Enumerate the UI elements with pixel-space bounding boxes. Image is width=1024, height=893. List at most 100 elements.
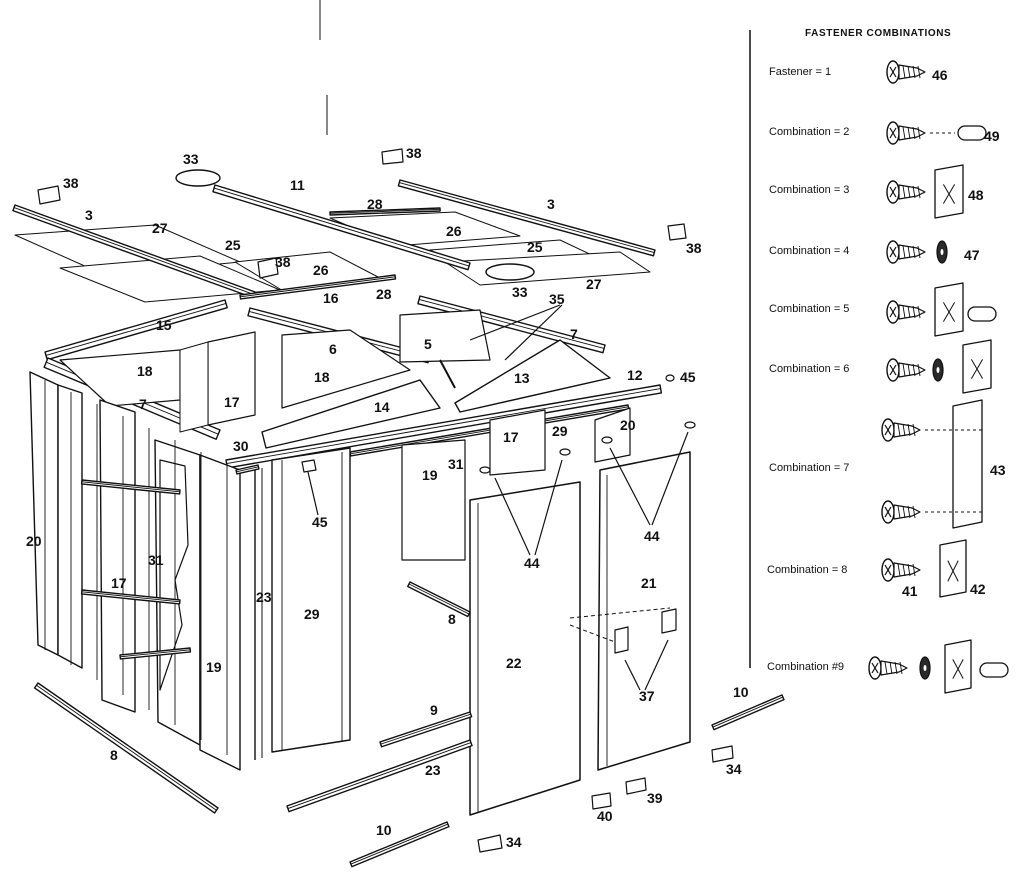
combo6-screw-thread-0	[902, 363, 906, 377]
callout-9: 9	[430, 702, 438, 718]
callout-13: 13	[514, 370, 530, 386]
fastener-46-slot-b	[889, 66, 897, 78]
callout-20: 20	[26, 533, 42, 549]
combo3-screw-slot-b	[889, 186, 897, 198]
callout-7: 7	[570, 326, 578, 342]
callout-38: 38	[63, 175, 79, 191]
combo5-plate-x2	[942, 302, 956, 322]
wall-brace-lower-edge	[81, 591, 180, 603]
combo8-plate-42-x2	[947, 560, 959, 582]
wall-brace-bottom-edge	[120, 649, 191, 658]
legend-label-2: Combination = 2	[769, 126, 850, 138]
combo7-screw-top-thread-2	[907, 423, 911, 437]
floor-rail-9-edge	[380, 713, 471, 745]
handle-37-a	[614, 626, 629, 654]
combo7-plate-43	[952, 399, 983, 529]
callout-28: 28	[367, 196, 383, 212]
hinge-44-0	[479, 466, 491, 474]
gable-14	[261, 379, 441, 449]
combo5-screw-slot-b	[889, 306, 897, 318]
roof-brace-28-lower-edge	[240, 276, 396, 298]
legend-part-46: 46	[932, 67, 948, 83]
legend-title: FASTENER COMBINATIONS	[805, 28, 952, 39]
callout-12: 12	[627, 367, 643, 383]
leader-44-b	[534, 459, 563, 556]
front-panel-29	[271, 447, 351, 753]
legend-label-8: Combination = 8	[767, 564, 848, 576]
combo3-screw-shank	[898, 184, 926, 200]
callout-19: 19	[206, 659, 222, 675]
legend-label-5: Combination = 5	[769, 303, 850, 315]
combo7-screw-top-shank	[893, 422, 921, 438]
header-31-edge	[350, 406, 629, 455]
callout-25: 25	[225, 237, 241, 253]
fastener-46-shank	[898, 64, 926, 80]
combo2-screw-thread-3	[917, 126, 921, 140]
combo8-screw-41-thread-2	[907, 563, 911, 577]
wall-panel-17	[99, 399, 136, 713]
callout-45: 45	[680, 369, 696, 385]
callout-5: 5	[424, 336, 432, 352]
bracket-34-right	[711, 745, 734, 763]
combo9-washer-hole	[923, 665, 927, 671]
callout-8: 8	[110, 747, 118, 763]
callout-23: 23	[256, 589, 272, 605]
leader-37-a	[624, 659, 641, 691]
combo7-screw-bottom-shank	[893, 504, 921, 520]
callout-29: 29	[304, 606, 320, 622]
legend-label-7: Combination = 7	[769, 462, 850, 474]
handle-guide-b	[569, 624, 616, 643]
fastener-46-thread-2	[912, 65, 916, 79]
combo6-washer-hole	[936, 367, 940, 373]
leader-44-a	[494, 477, 531, 556]
callout-34: 34	[726, 761, 742, 777]
door-panel-22	[469, 481, 581, 816]
combo2-screw-shank	[898, 125, 926, 141]
combo2-screw-thread-1	[907, 126, 911, 140]
combo2-screw-slot-b	[889, 127, 897, 139]
legend-label-6: Combination = 6	[769, 363, 850, 375]
combo6-screw-thread-2	[912, 363, 916, 377]
callout-19: 19	[422, 467, 438, 483]
combo5-nut	[967, 306, 997, 322]
callout-38: 38	[406, 145, 422, 161]
gable-13	[454, 339, 611, 413]
combo6-screw-slot-b	[889, 364, 897, 376]
wall-panel-20-edge	[57, 384, 83, 669]
bracket-38-d	[257, 257, 279, 279]
combo9-screw-thread-0	[884, 661, 888, 675]
legend-part-48: 48	[968, 187, 984, 203]
back-panel-17-left	[207, 331, 256, 426]
callout-27: 27	[586, 276, 602, 292]
bracket-38-c	[667, 223, 687, 241]
leader-45	[307, 471, 319, 516]
fastener-46-thread-1	[907, 65, 911, 79]
floor-rail-10-front-edge	[350, 823, 449, 865]
legend-part-47: 47	[964, 247, 980, 263]
callout-34: 34	[506, 834, 522, 850]
bracket-38-b	[381, 148, 404, 165]
floor-rail-8-left-edge	[36, 684, 217, 811]
callout-22: 22	[506, 655, 522, 671]
combo7-screw-top-thread-3	[912, 423, 916, 437]
handle-37-b	[661, 608, 677, 634]
hinge-44-3	[684, 421, 696, 429]
legend-part-43: 43	[990, 462, 1006, 478]
top-panel-35-box	[399, 309, 491, 363]
fastener-46-thread-0	[902, 65, 906, 79]
callout-18: 18	[314, 369, 330, 385]
callout-31: 31	[148, 552, 164, 568]
roof-cap-33-right	[485, 263, 535, 281]
callout-27: 27	[152, 220, 168, 236]
leader-35-a	[469, 304, 561, 341]
back-panel-17-right	[489, 409, 546, 476]
callout-10: 10	[376, 822, 392, 838]
callout-33: 33	[183, 151, 199, 167]
combo8-screw-41-thread-3	[912, 563, 916, 577]
combo4-screw-thread-2	[912, 245, 916, 259]
combo4-screw-thread-3	[917, 245, 921, 259]
front-panel-20	[594, 407, 631, 463]
combo7-screw-bottom-thread-3	[912, 505, 916, 519]
callout-30: 30	[233, 438, 249, 454]
